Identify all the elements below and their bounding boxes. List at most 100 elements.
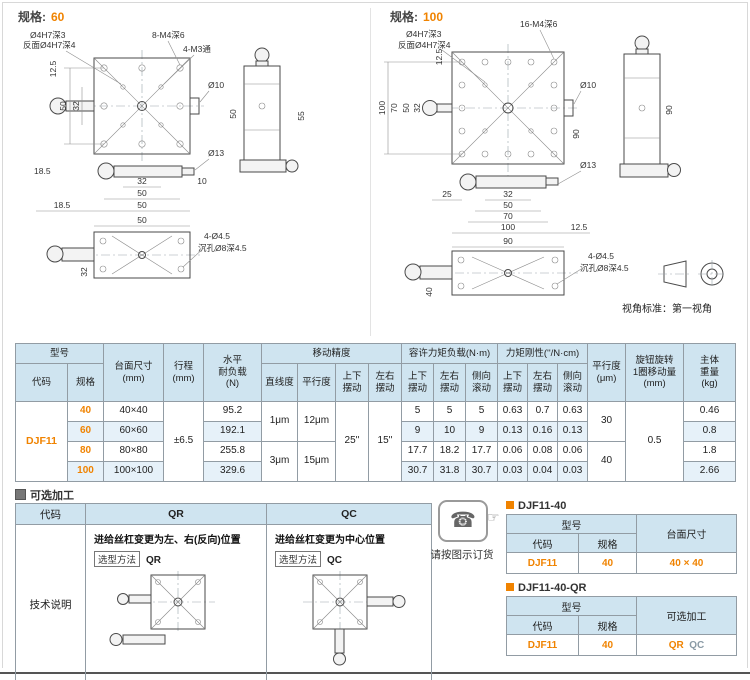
cell: 9 <box>465 421 499 442</box>
mini-code-value: DJF11 <box>506 552 579 574</box>
cell: 12μm <box>297 401 337 442</box>
dim-label: 18.5 <box>34 166 51 176</box>
pin-hole-label: Ø4H7深3 <box>406 29 442 39</box>
cell: 60×60 <box>103 421 165 442</box>
page-border-right <box>747 2 748 668</box>
opt-row-label: 技术说明 <box>15 524 86 680</box>
header-moment-yaw: 左右 摆动 <box>433 363 467 402</box>
cell: 0.5 <box>625 401 685 482</box>
cell: 0.63 <box>557 401 589 422</box>
mini-spec-value: 40 <box>578 634 637 656</box>
dim-label: 100 <box>377 101 387 115</box>
cell: 17.7 <box>401 441 435 462</box>
m4-holes-label: 8-M4深6 <box>152 30 185 40</box>
dia13-label: Ø13 <box>208 148 224 158</box>
spec-label-value: 100 <box>423 10 444 24</box>
dim-label: 32 <box>71 101 81 111</box>
cell: 0.63 <box>497 401 529 422</box>
spec-value: 40 <box>66 401 105 422</box>
selection-method-label: 选型方法 <box>94 551 141 567</box>
cell: 0.8 <box>683 421 737 442</box>
dims-60-bottom: 32 10 50 18.5 50 <box>36 176 207 212</box>
cell: 40×40 <box>103 401 165 422</box>
cell: 10 <box>433 421 467 442</box>
drawing-spec-100: 16-M4深6 Ø4H7深3 反面Ø4H7深4 Ø10 Ø13 90 100 7… <box>377 19 726 315</box>
spec-100-label: 规格:100 <box>390 8 443 25</box>
header-code: 代码 <box>15 363 68 402</box>
table-row: DJF11 40 40×40 ±6.5 95.2 1μm 12μm 25'' 1… <box>15 401 737 482</box>
dim-label: 32 <box>503 189 513 199</box>
cell: 18.2 <box>433 441 467 462</box>
dim-label: 90 <box>571 129 581 139</box>
order-note: 请按图示订货 <box>430 549 494 561</box>
header-knob-travel: 旋钮旋转 1圈移动量 (mm) <box>625 343 685 402</box>
dims-100-bottom: 25 32 50 70 100 12.5 <box>432 189 590 234</box>
spec-value: 60 <box>66 421 105 442</box>
dim-label: 25 <box>442 189 452 199</box>
dim-label: 32 <box>137 176 147 186</box>
dim-label: 12.5 <box>571 222 588 232</box>
cell: 1.8 <box>683 441 737 462</box>
dim-label: 70 <box>503 211 513 221</box>
dim-label: 12.5 <box>48 60 58 77</box>
mini-header-code: 代码 <box>506 533 579 553</box>
dim-label: 100 <box>501 222 515 232</box>
dim-label: 40 <box>424 287 434 297</box>
cell: 9 <box>401 421 435 442</box>
cell: 329.6 <box>203 461 263 482</box>
order-example-table-1: 型号 台面尺寸 代码 规格 DJF11 40 40 × 40 <box>506 514 737 574</box>
cell: 5 <box>465 401 499 422</box>
cell: 15'' <box>368 401 403 482</box>
cell: 0.13 <box>497 421 529 442</box>
annotations-60: Ø4H7深3 反面Ø4H7深4 8-M4深6 4-M3通 Ø10 Ø13 <box>23 30 224 171</box>
cell: 0.03 <box>497 461 529 482</box>
side-view-100: 90 <box>619 35 681 178</box>
spec-label-text: 规格: <box>18 10 46 24</box>
counterbore-label: 沉孔Ø8深4.5 <box>580 263 629 273</box>
page-border-top <box>2 2 748 3</box>
dia13-label: Ø13 <box>580 160 596 170</box>
header-pitch: 上下 摆动 <box>335 363 370 402</box>
cell: 2.66 <box>683 461 737 482</box>
cell: 0.08 <box>527 441 559 462</box>
dim-label: 55 <box>296 111 306 121</box>
dim-label: 50 <box>137 200 147 210</box>
dim-label: 18.5 <box>54 200 71 210</box>
spec-value: 100 <box>66 461 105 482</box>
header-stroke: 行程 (mm) <box>163 343 205 402</box>
model-code: DJF11 <box>15 401 68 482</box>
header-accuracy: 移动精度 <box>261 343 403 364</box>
header-rigidity-yaw: 左右 摆动 <box>527 363 559 402</box>
pin-hole-back-label: 反面Ø4H7深4 <box>398 40 451 50</box>
cell: 0.06 <box>557 441 589 462</box>
opt-header-qc: QC <box>266 503 432 525</box>
header-rigidity-roll: 侧向 滚动 <box>557 363 589 402</box>
qr-description: 进给丝杠变更为左、右(反向)位置 <box>94 535 241 546</box>
spec-value: 80 <box>66 441 105 462</box>
cell: 15μm <box>297 441 337 482</box>
dia10-label: Ø10 <box>580 80 596 90</box>
mini-header-model: 型号 <box>506 514 637 534</box>
bottom-view-100: 90 40 4-Ø4.5 沉孔Ø8深4.5 <box>404 236 629 297</box>
drawing-spec-60: Ø4H7深3 反面Ø4H7深4 8-M4深6 4-M3通 Ø10 Ø13 50 … <box>23 30 306 279</box>
side-view-60: 50 55 <box>228 47 306 173</box>
dim-label: 50 <box>58 101 68 111</box>
header-model: 型号 <box>14 343 105 364</box>
order-example-title-text: DJF11-40-QR <box>518 582 587 594</box>
dim-label: 50 <box>401 103 411 113</box>
order-example-title-text: DJF11-40 <box>518 500 567 512</box>
cell: 95.2 <box>203 401 263 422</box>
mini-code-value: DJF11 <box>506 634 579 656</box>
mini-header-extra: 可选加工 <box>636 596 737 635</box>
m4-holes-label: 16-M4深6 <box>520 19 558 29</box>
dims-100-left: 100 70 50 32 12.5 <box>377 48 462 155</box>
pin-hole-label: Ø4H7深3 <box>30 30 66 40</box>
cell: 30 <box>587 401 627 442</box>
dim-label: 70 <box>389 103 399 113</box>
front-view-60 <box>49 50 204 180</box>
